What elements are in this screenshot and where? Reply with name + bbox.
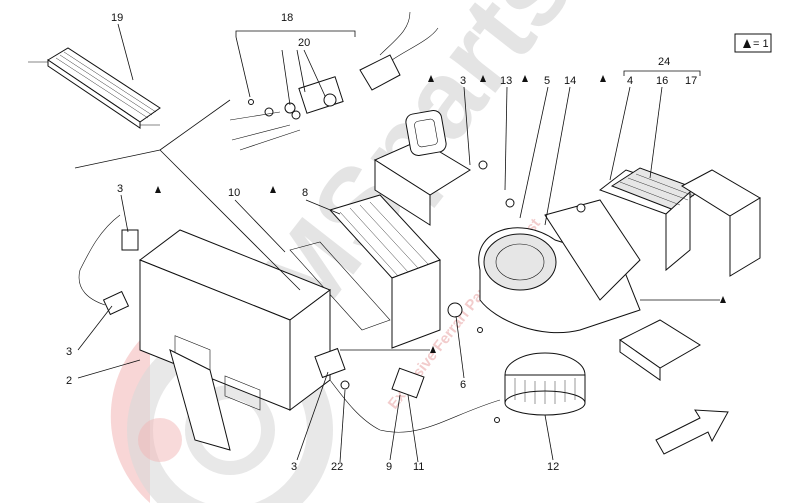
control-module <box>619 319 701 381</box>
watermark-caliper <box>138 418 182 462</box>
triangle-icon <box>430 346 436 353</box>
radiator-top <box>47 47 161 123</box>
o-ring-3 <box>264 107 274 117</box>
callout-labels: 19 18 20 24 3 13 5 14 4 16 17 10 8 3 3 2… <box>66 12 697 473</box>
callout-3: 3 <box>117 183 123 195</box>
triangle-icon <box>428 75 434 82</box>
callout-3: 3 <box>460 75 466 87</box>
screw-18 <box>248 99 254 105</box>
wiring-harness <box>78 214 501 433</box>
o-ring-2 <box>291 110 301 120</box>
direction-arrow <box>655 409 729 455</box>
triangle-icon <box>743 39 751 48</box>
part-8-evaporator <box>329 194 441 349</box>
part-24-filter-assembly <box>598 70 761 277</box>
duct-front <box>374 159 431 226</box>
triangle-icon <box>270 186 276 193</box>
actuator-3-upper <box>121 229 139 251</box>
part-5-duct <box>373 139 471 226</box>
callout-13: 13 <box>500 75 512 87</box>
valve-bracket <box>359 54 401 91</box>
module-front <box>619 339 661 381</box>
part-19-radiator <box>28 47 161 129</box>
actuator-3 <box>314 347 346 379</box>
harness-wire-left <box>78 214 121 306</box>
screw-icon <box>494 417 500 423</box>
callout-17: 17 <box>685 75 697 87</box>
sensor-22 <box>340 380 350 390</box>
pipe-stubs <box>229 111 301 151</box>
actuator-3-lower <box>102 290 130 316</box>
radiator-fins <box>55 51 157 119</box>
callout-19: 19 <box>111 12 123 24</box>
callout-6: 6 <box>460 379 466 391</box>
callout-3: 3 <box>66 346 72 358</box>
callout-10: 10 <box>228 187 240 199</box>
blower-inlet-inner <box>495 243 545 281</box>
callout-18: 18 <box>281 12 293 24</box>
part-12-blower-motor <box>504 352 586 416</box>
motor-fan-blades <box>514 378 576 404</box>
grommet-6 <box>447 302 463 318</box>
harness-wire-9 <box>329 379 501 433</box>
cover-body <box>405 109 447 157</box>
blower-inlet <box>483 233 557 291</box>
triangle-icon <box>155 186 161 193</box>
callout-11: 11 <box>413 461 424 473</box>
evaporator-fins <box>339 201 429 277</box>
seal-frame <box>289 241 391 331</box>
triangle-markers <box>155 75 726 353</box>
legend-text: = 1 <box>753 38 769 50</box>
screw-icon <box>477 327 483 333</box>
cover-inner <box>414 118 438 148</box>
housing-duct <box>169 349 231 451</box>
expansion-valve <box>298 76 344 114</box>
callout-12: 12 <box>547 461 559 473</box>
bracket-18 <box>235 30 356 37</box>
part-10-seal-frame <box>289 241 391 331</box>
valve-port <box>323 93 337 107</box>
callout-16: 16 <box>656 75 668 87</box>
housing-vent-2 <box>224 375 261 411</box>
callout-20: 20 <box>298 37 310 49</box>
callout-14: 14 <box>564 75 576 87</box>
part-18-expansion-valve-group <box>229 11 439 151</box>
evaporator-side <box>391 259 441 349</box>
washer-icon <box>478 160 488 170</box>
washer-icon <box>576 203 586 213</box>
filter-pleats <box>619 173 695 206</box>
callout-9: 9 <box>386 461 392 473</box>
triangle-icon <box>600 75 606 82</box>
callout-22: 22 <box>331 461 343 473</box>
bracket-24 <box>623 70 701 76</box>
callout-3: 3 <box>291 461 297 473</box>
radiator-front <box>47 59 141 129</box>
triangle-icon <box>720 296 726 303</box>
leader-lines <box>74 23 720 463</box>
triangle-icon <box>480 75 486 82</box>
part-2-hvac-housing <box>138 229 332 451</box>
callout-8: 8 <box>302 187 308 199</box>
screws <box>447 160 586 423</box>
refrigerant-hose <box>379 11 439 61</box>
part-3-cover <box>405 109 447 157</box>
triangle-icon <box>522 75 528 82</box>
filter-16-side <box>665 190 691 272</box>
filter-17-side <box>729 197 761 277</box>
resistor-11 <box>391 367 425 399</box>
washer-icon <box>505 198 515 208</box>
legend: = 1 <box>734 33 772 53</box>
callout-2: 2 <box>66 375 72 387</box>
callout-5: 5 <box>544 75 550 87</box>
callout-24: 24 <box>658 56 670 68</box>
callout-4: 4 <box>627 75 633 87</box>
arrow-icon <box>655 409 729 455</box>
